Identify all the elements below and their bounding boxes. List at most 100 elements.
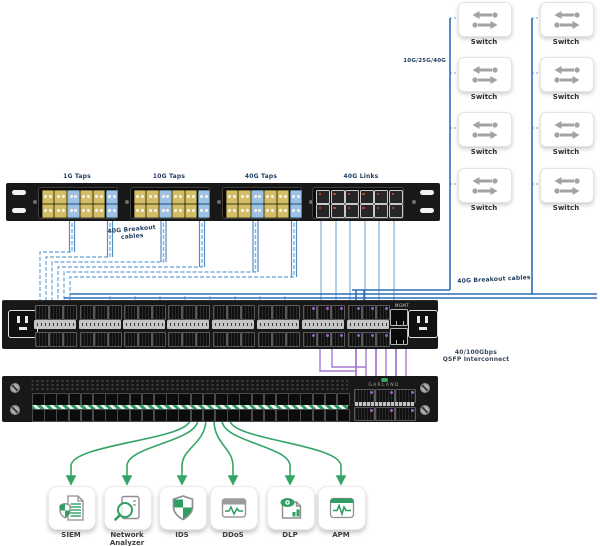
link-port	[345, 204, 360, 218]
qsfp-port	[395, 389, 416, 403]
tool-label: DLP	[282, 531, 298, 539]
tap-patch-panel	[6, 183, 440, 221]
switch-box-label: Switch	[470, 204, 498, 212]
rack-slot	[420, 190, 434, 195]
rack-slot	[12, 190, 26, 195]
switch-icon	[554, 176, 580, 195]
fiber-tap-port	[197, 203, 211, 218]
fiber-tap-port	[41, 203, 55, 218]
link-port	[345, 190, 360, 204]
switch-box-label: Switch	[552, 204, 580, 212]
switch-icon	[472, 120, 498, 139]
switch-box-label: Switch	[552, 93, 580, 101]
tap-section-label: 10G Taps	[152, 173, 186, 180]
tool-ids	[159, 486, 207, 530]
sfp-port	[141, 409, 155, 422]
fiber-tap-port	[289, 203, 303, 218]
switch-icon	[554, 10, 580, 29]
tap-section-fiber-3	[222, 187, 303, 219]
fiber-tap-port	[238, 189, 252, 204]
fiber-tap-port	[54, 189, 68, 204]
tap-section-fiber-2	[130, 187, 211, 219]
link-port	[374, 190, 389, 204]
packet-broker: MGMT	[2, 300, 438, 349]
ddos-icon	[221, 498, 247, 518]
switch-box	[458, 2, 512, 37]
switch-icon	[472, 65, 498, 84]
aggregator-device: GARLAND	[2, 376, 438, 422]
qsfp-port-group	[167, 304, 210, 347]
sfp-port	[80, 409, 94, 422]
sfp-port	[68, 409, 82, 422]
apm-icon	[329, 497, 355, 519]
qsfp-port-group	[257, 304, 300, 347]
link-port	[359, 190, 374, 204]
switch-box	[458, 112, 512, 147]
fiber-tap-port	[67, 203, 80, 218]
sfp-port	[105, 409, 118, 422]
tool-cables	[70, 419, 342, 467]
fiber-tap-port	[289, 189, 303, 204]
fiber-tap-port	[171, 189, 185, 204]
tap-to-broker-cables	[39, 217, 395, 302]
fiber-tap-port	[263, 203, 277, 218]
sfp-port	[129, 409, 143, 422]
fiber-tap-port	[133, 203, 147, 218]
tool-label: IDS	[175, 531, 189, 539]
fiber-tap-port	[276, 189, 290, 204]
fiber-tap-port	[146, 203, 160, 218]
siem-icon	[59, 495, 84, 521]
switch-box	[458, 168, 512, 203]
sfp-port	[166, 409, 179, 422]
fiber-tap-port	[225, 203, 239, 218]
sfp-port	[190, 409, 204, 422]
tap-section-links	[312, 187, 404, 219]
sfp-port	[337, 409, 350, 422]
fiber-tap-port	[171, 203, 185, 218]
fiber-tap-port	[159, 189, 172, 204]
fiber-tap-port	[92, 189, 106, 204]
dlp-icon	[280, 498, 302, 519]
switch-box	[540, 112, 594, 147]
fiber-tap-port	[225, 189, 239, 204]
ids-icon	[172, 495, 194, 521]
fiber-tap-port	[197, 189, 211, 204]
garland-brand: GARLAND	[352, 378, 416, 388]
mgmt-port	[390, 328, 408, 345]
mgmt-port	[390, 309, 408, 326]
link-port	[330, 190, 345, 204]
sfp-port	[312, 409, 326, 422]
tool-network-analyzer	[104, 486, 152, 530]
link-port	[359, 204, 374, 218]
tool-arrows	[65, 466, 347, 486]
sfp-port	[202, 409, 216, 422]
switch-box-label: Switch	[470, 148, 498, 156]
qsfp-port-group	[347, 304, 390, 347]
sfp-port	[178, 409, 191, 422]
sfp-port	[263, 409, 277, 422]
switch-icon	[472, 176, 498, 195]
qsfp-port-group	[302, 304, 345, 347]
sfp-port	[215, 409, 228, 422]
switch-box-label: Switch	[470, 38, 498, 46]
sfp-port	[56, 409, 69, 422]
fiber-tap-port	[92, 203, 106, 218]
sfp-port	[300, 409, 313, 422]
qsfp-port	[374, 389, 395, 403]
qsfp-port-group	[34, 304, 77, 347]
tap-section-label: 40G Links	[343, 173, 379, 180]
sfp-port	[154, 409, 167, 422]
fiber-tap-port	[184, 203, 198, 218]
fiber-tap-port	[263, 189, 277, 204]
switch-box	[540, 2, 594, 37]
link-port	[316, 204, 330, 218]
switch-icon	[472, 10, 498, 29]
network-analyzer-icon	[114, 495, 140, 521]
fiber-tap-port	[105, 189, 119, 204]
sfp-port	[288, 409, 301, 422]
interconnect-label: 40/100Gbps QSFP Interconnect	[442, 349, 510, 363]
tool-label: SIEM	[61, 531, 81, 539]
sfp-port	[117, 409, 130, 422]
